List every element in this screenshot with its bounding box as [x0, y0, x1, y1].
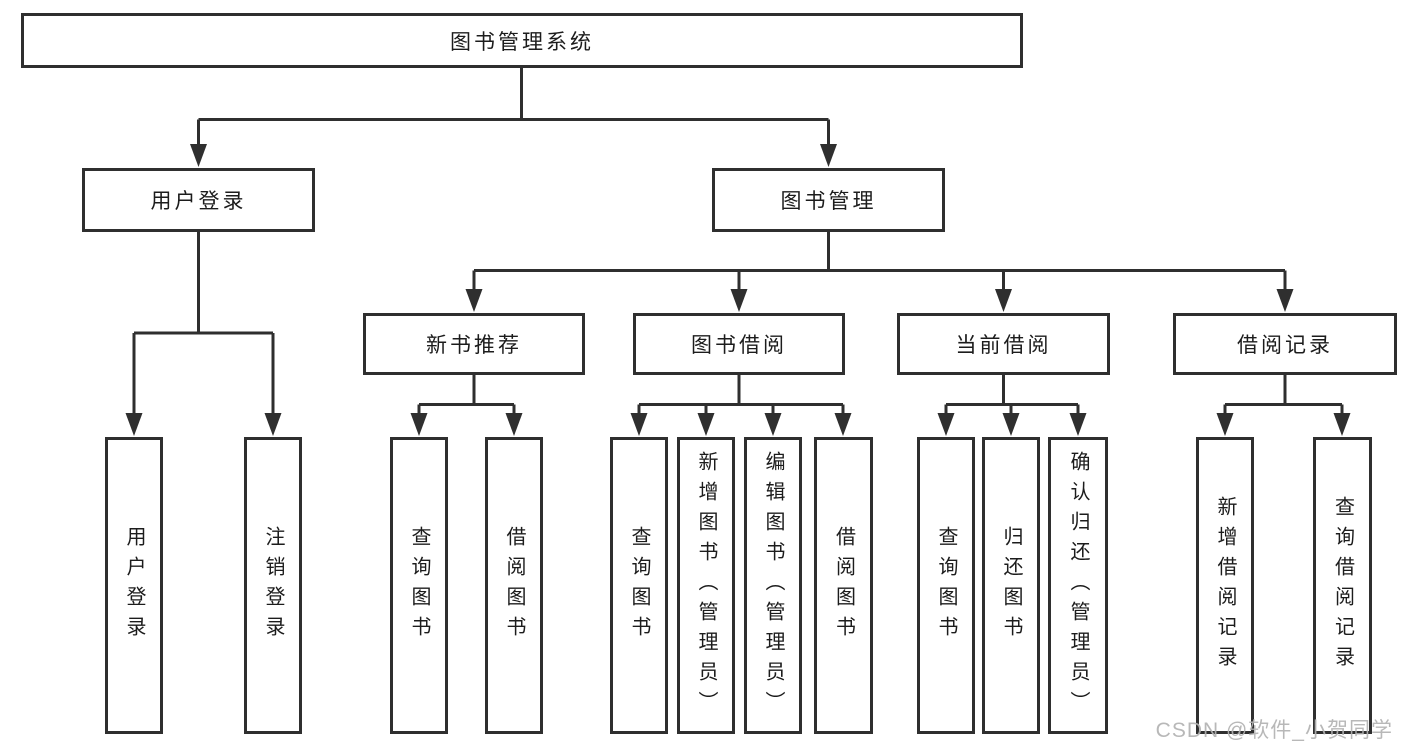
leaf-borrow-books-recommend: 借阅图书: [485, 437, 543, 734]
arrowhead-icon: [730, 289, 748, 312]
leaf-user-login: 用户登录: [105, 437, 163, 734]
leaf-label: 用户登录: [123, 525, 145, 646]
leaf-add-borrow-record: 新增借阅记录: [1196, 437, 1254, 734]
arrowhead-icon: [410, 413, 428, 436]
leaf-label: 归还图书: [1000, 525, 1022, 646]
arrowhead-icon: [1216, 413, 1234, 436]
arrowhead-icon: [1333, 413, 1351, 436]
leaf-label: 新增图书（管理员）: [695, 450, 717, 721]
leaf-label: 新增借阅记录: [1214, 495, 1236, 676]
arrowhead-icon: [764, 413, 782, 436]
arrowhead-icon: [465, 289, 483, 312]
node-book-borrow: 图书借阅: [633, 313, 845, 375]
node-borrow-records: 借阅记录: [1173, 313, 1397, 375]
node-new-book-recommend: 新书推荐: [363, 313, 585, 375]
leaf-borrow-books: 借阅图书: [814, 437, 873, 734]
arrowhead-icon: [937, 413, 955, 436]
leaf-label: 查询图书: [935, 525, 957, 646]
node-root-system: 图书管理系统: [21, 13, 1023, 68]
node-current-borrow: 当前借阅: [897, 313, 1110, 375]
arrowhead-icon: [505, 413, 523, 436]
leaf-add-books-admin: 新增图书（管理员）: [677, 437, 735, 734]
arrowhead-icon: [820, 144, 837, 167]
leaf-label: 查询图书: [628, 525, 650, 646]
leaf-label: 借阅图书: [503, 525, 525, 646]
leaf-label: 查询图书: [408, 525, 430, 646]
leaf-label: 注销登录: [262, 525, 284, 646]
arrowhead-icon: [697, 413, 715, 436]
leaf-query-books-borrow: 查询图书: [610, 437, 668, 734]
arrowhead-icon: [834, 413, 852, 436]
node-user-login: 用户登录: [82, 168, 315, 232]
arrowhead-icon: [190, 144, 207, 167]
connector-arrowheads: [125, 144, 1351, 436]
arrowhead-icon: [1002, 413, 1020, 436]
arrowhead-icon: [125, 413, 143, 436]
arrowhead-icon: [1069, 413, 1087, 436]
leaf-logout: 注销登录: [244, 437, 302, 734]
leaf-label: 借阅图书: [832, 525, 855, 646]
leaf-label: 确认归还（管理员）: [1067, 450, 1089, 721]
leaf-query-books-current: 查询图书: [917, 437, 975, 734]
arrowhead-icon: [264, 413, 282, 436]
arrowhead-icon: [630, 413, 648, 436]
node-book-management: 图书管理: [712, 168, 945, 232]
leaf-label: 编辑图书（管理员）: [762, 450, 784, 721]
leaf-label: 查询借阅记录: [1331, 495, 1354, 676]
leaf-confirm-return-admin: 确认归还（管理员）: [1048, 437, 1108, 734]
connector-lines: [132, 68, 1344, 418]
leaf-edit-books-admin: 编辑图书（管理员）: [744, 437, 802, 734]
leaf-query-borrow-record: 查询借阅记录: [1313, 437, 1372, 734]
leaf-query-books-recommend: 查询图书: [390, 437, 448, 734]
arrowhead-icon: [995, 289, 1012, 312]
arrowhead-icon: [1276, 289, 1294, 312]
leaf-return-books: 归还图书: [982, 437, 1040, 734]
csdn-watermark: CSDN @软件_小贺同学: [1155, 719, 1393, 742]
